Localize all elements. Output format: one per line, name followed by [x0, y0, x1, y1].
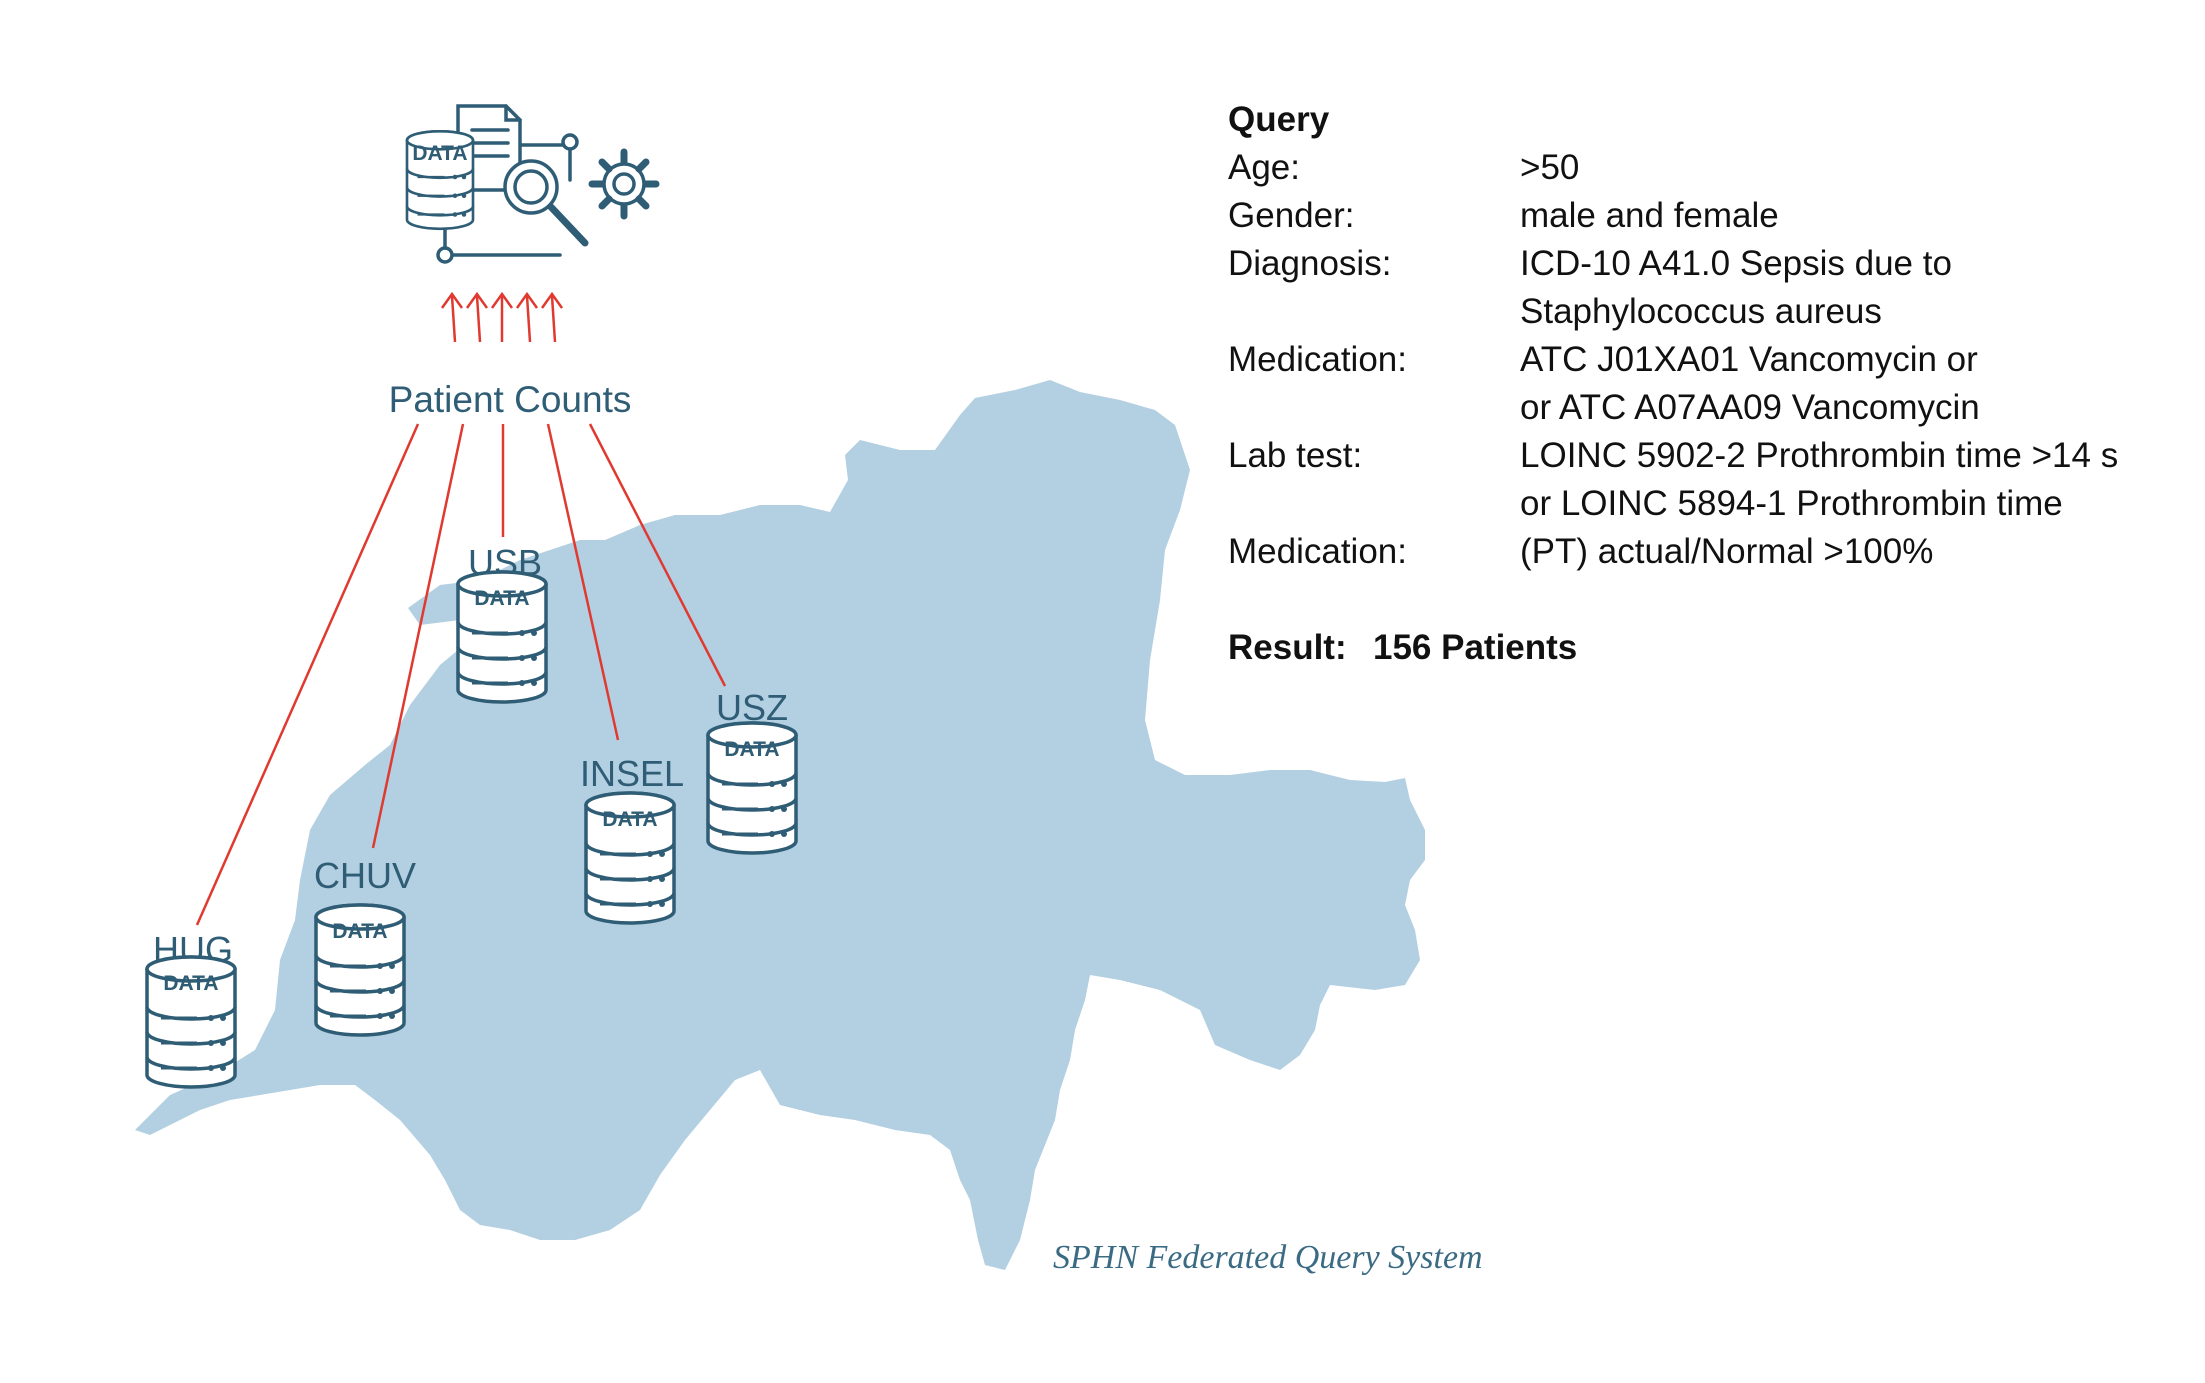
query-row-gender: Gender: male and female [1228, 192, 2188, 240]
site-chuv: CHUV DATA [314, 855, 416, 1037]
site-name: USZ [716, 687, 788, 728]
query-value: (PT) actual/Normal >100% [1520, 532, 1934, 571]
query-label: Lab test: [1228, 436, 1363, 475]
query-row-lab-test: Lab test: LOINC 5902-2 Prothrombin time … [1228, 432, 2188, 480]
central-database-label: DATA [412, 142, 467, 165]
query-value: >50 [1520, 148, 1580, 187]
result-label: Result: [1228, 628, 1347, 667]
result-value: 156 Patients [1373, 628, 1578, 667]
query-row-medication: Medication: ATC J01XA01 Vancomycin or [1228, 336, 2188, 384]
query-panel: Query Age: >50 Gender: male and female D… [1228, 96, 2188, 672]
database-label: DATA [163, 972, 218, 995]
query-label: Age: [1228, 148, 1300, 187]
database-label: DATA [724, 738, 779, 761]
query-row-medication-2: Medication: (PT) actual/Normal >100% [1228, 528, 2188, 576]
query-result: Result: 156 Patients [1228, 624, 2188, 672]
query-row-diagnosis: Diagnosis: ICD-10 A41.0 Sepsis due to [1228, 240, 2188, 288]
query-value: LOINC 5902-2 Prothrombin time >14 s [1520, 436, 2119, 475]
query-label: Medication: [1228, 532, 1407, 571]
query-value: or ATC A07AA09 Vancomycin [1520, 388, 1980, 427]
query-row-diagnosis-cont: Staphylococcus aureus [1228, 288, 2188, 336]
patient-counts-label: Patient Counts [389, 379, 632, 420]
site-usb: USB DATA [456, 542, 548, 704]
query-row-age: Age: >50 [1228, 144, 2188, 192]
database-label: DATA [332, 920, 387, 943]
query-value: ATC J01XA01 Vancomycin or [1520, 340, 1978, 379]
site-insel: INSEL DATA [580, 753, 684, 925]
query-label: Gender: [1228, 196, 1355, 235]
query-row-lab-test-cont: or LOINC 5894-1 Prothrombin time [1228, 480, 2188, 528]
query-value: or LOINC 5894-1 Prothrombin time [1520, 484, 2063, 523]
query-title: Query [1228, 100, 1330, 139]
query-value: male and female [1520, 196, 1779, 235]
site-name: CHUV [314, 855, 416, 896]
site-usz: USZ DATA [706, 687, 798, 855]
query-label: Diagnosis: [1228, 244, 1392, 283]
site-name: INSEL [580, 753, 684, 794]
site-hug: HUG DATA [145, 929, 237, 1089]
diagram-caption: SPHN Federated Query System [1053, 1239, 1483, 1276]
database-label: DATA [474, 587, 529, 610]
patient-count-arrows [195, 291, 727, 926]
query-value: ICD-10 A41.0 Sepsis due to [1520, 244, 1952, 283]
query-row-medication-cont: or ATC A07AA09 Vancomycin [1228, 384, 2188, 432]
database-label: DATA [602, 808, 657, 831]
query-label: Medication: [1228, 340, 1407, 379]
query-value: Staphylococcus aureus [1520, 292, 1882, 331]
